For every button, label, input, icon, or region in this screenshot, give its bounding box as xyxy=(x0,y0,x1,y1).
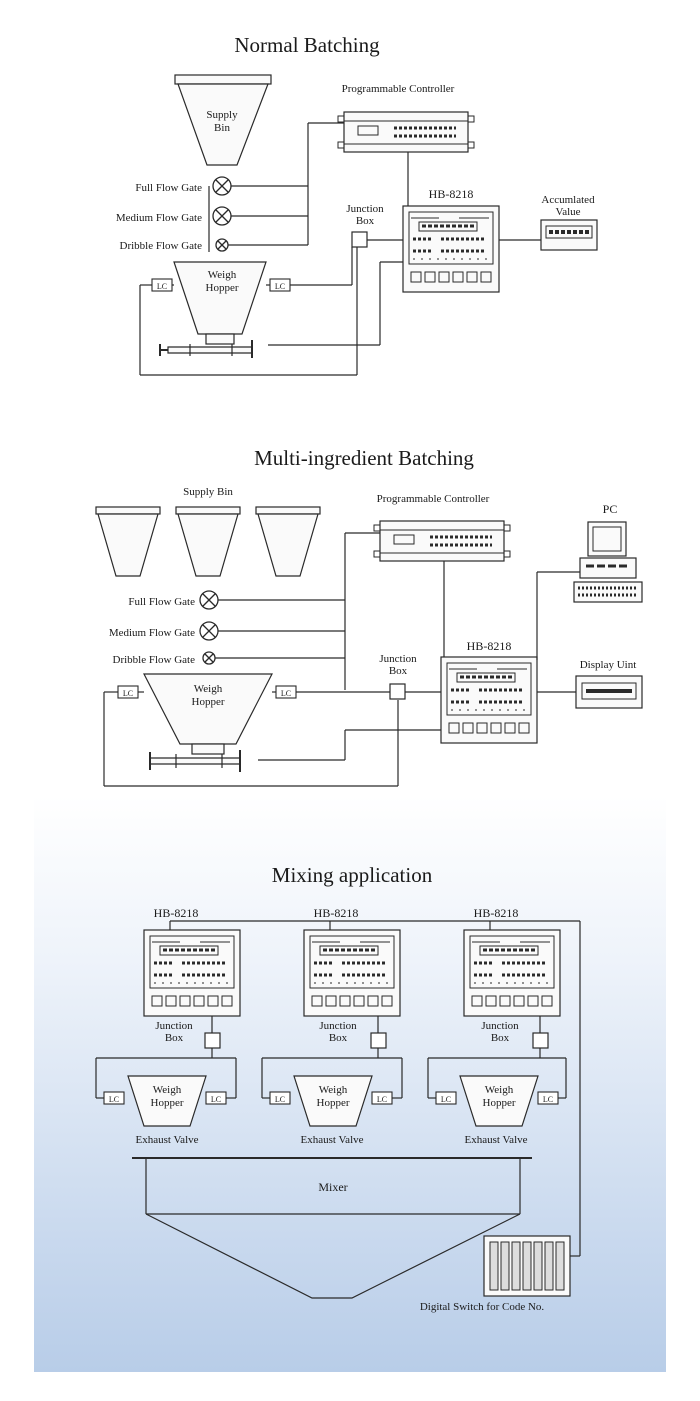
dribble-flow-gate-valve-icon xyxy=(215,238,229,252)
junction-box-3-label-1: Junction xyxy=(481,1020,519,1032)
exhaust-valve-2-label: Exhaust Valve xyxy=(300,1134,363,1146)
mixing-application-title: Mixing application xyxy=(272,863,433,887)
weigh-hopper-label-1: Weigh xyxy=(194,683,223,695)
weigh-hopper-label-1: Weigh xyxy=(208,269,237,281)
mixer-label: Mixer xyxy=(318,1180,347,1194)
dribble-flow-gate-label: Dribble Flow Gate xyxy=(120,240,203,252)
full-flow-gate-label: Full Flow Gate xyxy=(128,596,195,608)
display-unit xyxy=(575,675,643,709)
mixing-unit-1: Junction Box Weigh Hopper LC LC Exhaust … xyxy=(95,1016,237,1146)
programmable-controller xyxy=(336,110,476,154)
mixing-application-diagram: Mixing application HB-8218 HB-8218 HB-82… xyxy=(95,863,581,1313)
mixer: Mixer xyxy=(132,1157,532,1299)
normal-batching-diagram: Normal Batching Supply Bin Programmable … xyxy=(116,33,598,376)
hb-8218-indicator xyxy=(401,204,501,294)
hb-8218-indicator xyxy=(439,655,539,745)
multi-ingredient-batching-title: Multi-ingredient Batching xyxy=(254,446,474,470)
multi-ingredient-batching-diagram: Multi-ingredient Batching Supply Bin Pro… xyxy=(95,446,643,787)
load-cell-1-right-label: LC xyxy=(211,1095,221,1104)
weigh-hopper-1-label-2: Hopper xyxy=(151,1097,184,1109)
weigh-hopper: Weigh Hopper xyxy=(159,261,267,358)
load-cell-3-right-label: LC xyxy=(543,1095,553,1104)
programmable-controller-label: Programmable Controller xyxy=(377,493,490,505)
load-cell-right-label: LC xyxy=(281,689,291,698)
supply-bin-label: Supply Bin xyxy=(183,486,233,498)
load-cell-left-label: LC xyxy=(157,282,167,291)
full-flow-gate-valve-icon xyxy=(212,176,232,196)
dribble-flow-gate-label: Dribble Flow Gate xyxy=(113,654,196,666)
hb-8218-indicator-3 xyxy=(462,928,562,1018)
full-flow-gate-valve-icon xyxy=(199,590,219,610)
full-flow-gate-label: Full Flow Gate xyxy=(135,182,202,194)
weigh-hopper: Weigh Hopper xyxy=(143,673,273,772)
weigh-hopper-1-label-1: Weigh xyxy=(153,1084,182,1096)
supply-bin-3 xyxy=(255,506,321,577)
junction-box-label-2: Box xyxy=(356,215,375,227)
junction-box xyxy=(389,683,406,700)
weigh-hopper-3-label-2: Hopper xyxy=(483,1097,516,1109)
digital-switch-label: Digital Switch for Code No. xyxy=(420,1301,545,1313)
weigh-hopper-2-label-1: Weigh xyxy=(319,1084,348,1096)
load-cell-1-left-label: LC xyxy=(109,1095,119,1104)
mixing-unit-3: Junction Box Weigh Hopper LC LC Exhaust … xyxy=(427,1016,567,1146)
junction-box-1 xyxy=(204,1032,221,1049)
dribble-flow-gate-valve-icon xyxy=(202,651,216,665)
junction-box-2 xyxy=(370,1032,387,1049)
supply-bin-label-2: Bin xyxy=(214,122,230,134)
programmable-controller xyxy=(372,519,512,563)
medium-flow-gate-label: Medium Flow Gate xyxy=(116,212,202,224)
accumulated-value-label-2: Value xyxy=(555,206,580,218)
junction-box-1-label-1: Junction xyxy=(155,1020,193,1032)
junction-box-2-label-1: Junction xyxy=(319,1020,357,1032)
exhaust-valve-3-label: Exhaust Valve xyxy=(464,1134,527,1146)
load-cell-2-right-label: LC xyxy=(377,1095,387,1104)
pc-computer xyxy=(573,521,643,603)
hb-8218-indicator-1 xyxy=(142,928,242,1018)
weigh-hopper-3-label-1: Weigh xyxy=(485,1084,514,1096)
programmable-controller-label: Programmable Controller xyxy=(342,83,455,95)
accumulated-value-label-1: Accumlated xyxy=(541,194,595,206)
supply-bin-2 xyxy=(175,506,241,577)
hb-8218-label: HB-8218 xyxy=(467,639,512,653)
accumulated-value-display xyxy=(540,219,598,251)
junction-box-label-2: Box xyxy=(389,665,408,677)
normal-batching-title: Normal Batching xyxy=(234,33,380,57)
load-cell-2-left-label: LC xyxy=(275,1095,285,1104)
hb-8218-label: HB-8218 xyxy=(429,187,474,201)
supply-bin-1 xyxy=(95,506,161,577)
digital-switch xyxy=(483,1235,571,1297)
load-cell-left-label: LC xyxy=(123,689,133,698)
junction-box xyxy=(351,231,368,248)
hb-8218-label-3: HB-8218 xyxy=(474,906,519,920)
weigh-hopper-label-2: Hopper xyxy=(192,696,225,708)
hb-8218-indicator-2 xyxy=(302,928,402,1018)
display-unit-label: Display Uint xyxy=(580,659,637,671)
junction-box-2-label-2: Box xyxy=(329,1032,348,1044)
hb-8218-label-1: HB-8218 xyxy=(154,906,199,920)
junction-box-label-1: Junction xyxy=(346,203,384,215)
pc-label: PC xyxy=(603,502,618,516)
supply-bin: Supply Bin xyxy=(174,74,272,166)
load-cell-right-label: LC xyxy=(275,282,285,291)
load-cell-3-left-label: LC xyxy=(441,1095,451,1104)
junction-box-label-1: Junction xyxy=(379,653,417,665)
weigh-hopper-label-2: Hopper xyxy=(206,282,239,294)
medium-flow-gate-valve-icon xyxy=(199,621,219,641)
junction-box-3 xyxy=(532,1032,549,1049)
medium-flow-gate-label: Medium Flow Gate xyxy=(109,627,195,639)
supply-bin-label-1: Supply xyxy=(206,109,238,121)
medium-flow-gate-valve-icon xyxy=(212,206,232,226)
junction-box-3-label-2: Box xyxy=(491,1032,510,1044)
hb-8218-label-2: HB-8218 xyxy=(314,906,359,920)
junction-box-1-label-2: Box xyxy=(165,1032,184,1044)
mixing-unit-2: Junction Box Weigh Hopper LC LC Exhaust … xyxy=(261,1016,403,1146)
weigh-hopper-2-label-2: Hopper xyxy=(317,1097,350,1109)
exhaust-valve-1-label: Exhaust Valve xyxy=(135,1134,198,1146)
